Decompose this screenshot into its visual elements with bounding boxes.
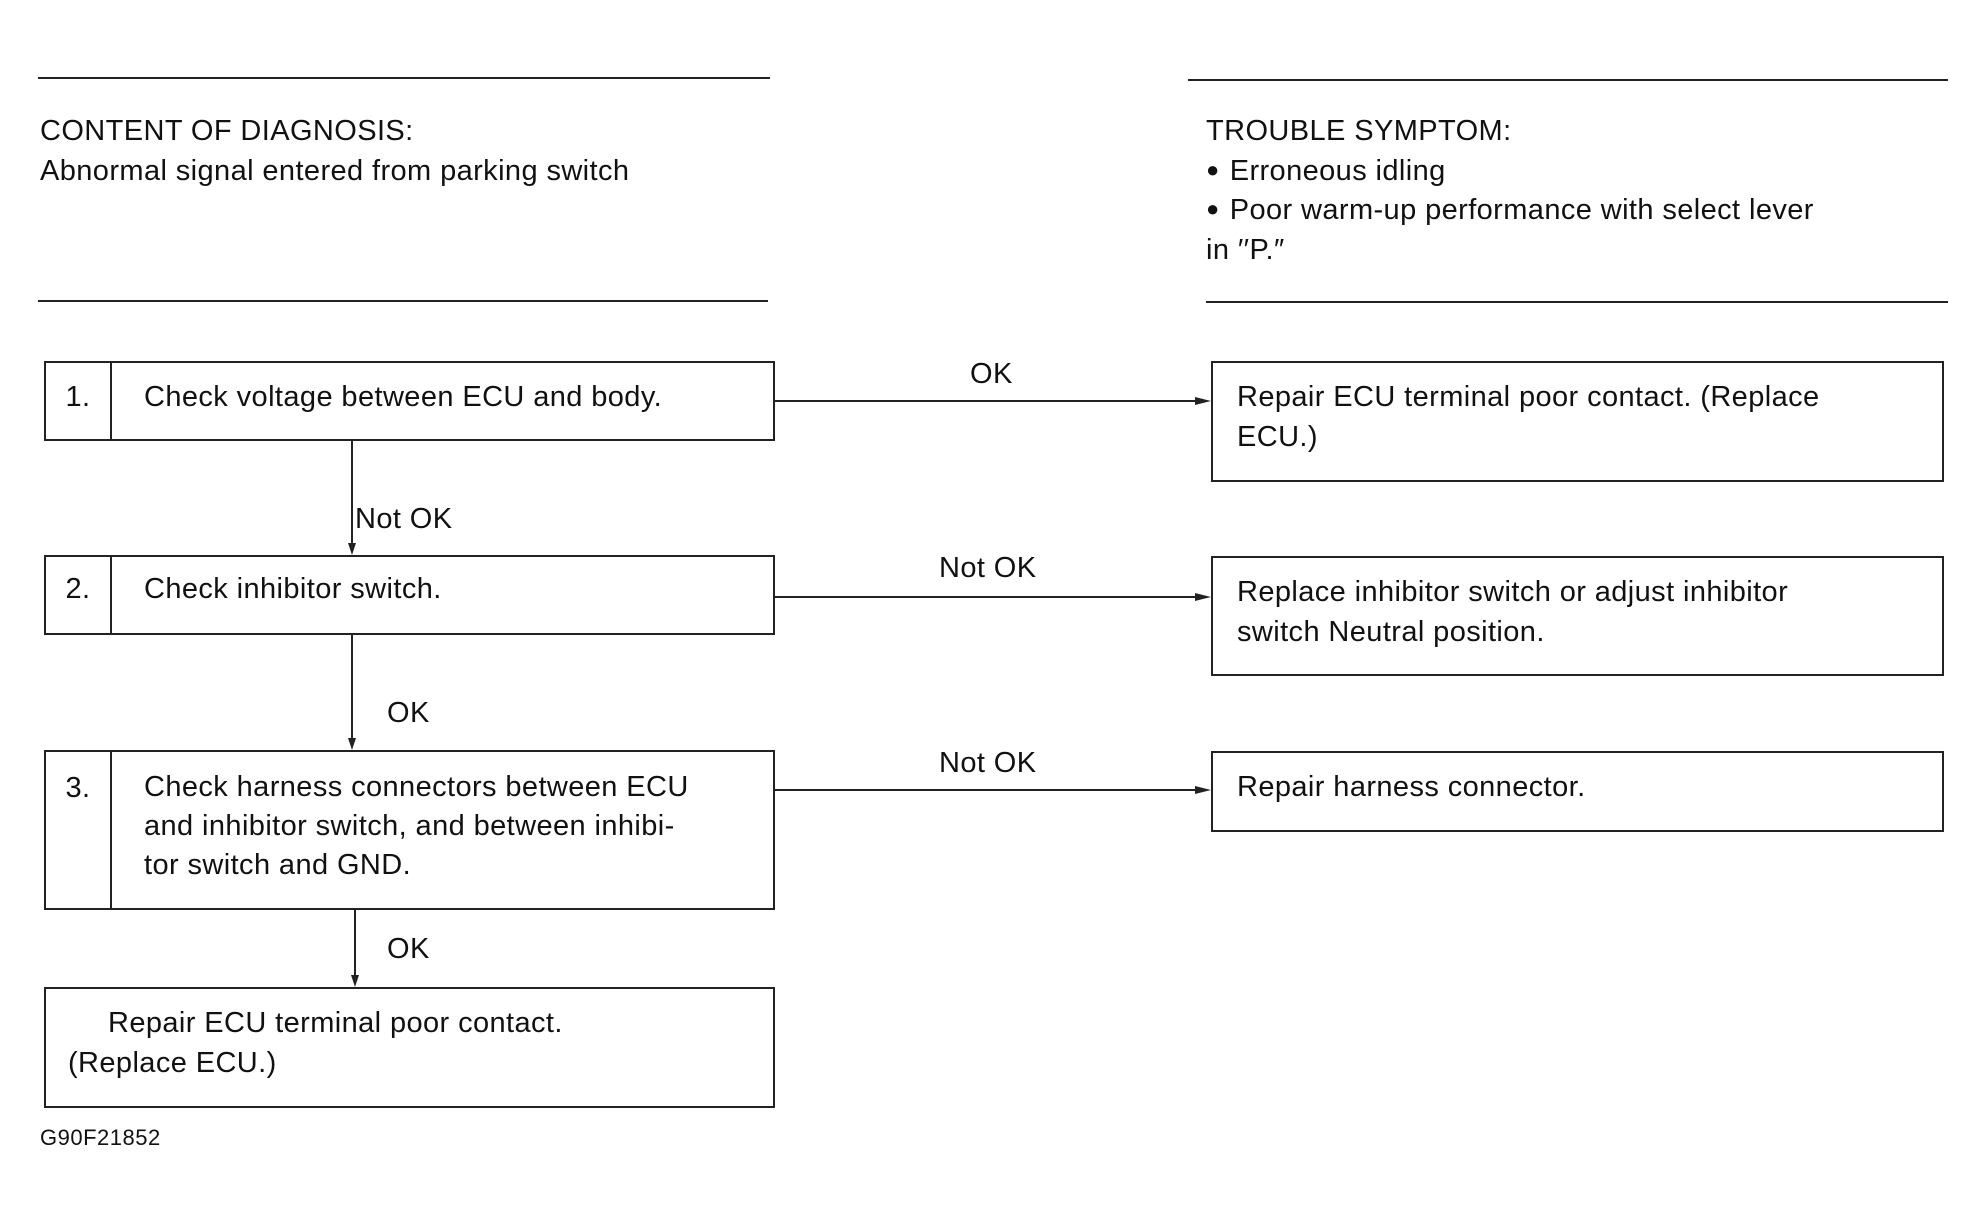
symptom-item-text: Erroneous idling: [1229, 155, 1446, 187]
symptom-item-continuation: in ′′P.″: [1206, 234, 1285, 266]
symptom-item-text: Poor warm-up performance with select lev…: [1229, 194, 1814, 226]
bullet-icon: ●: [1206, 157, 1220, 182]
branch-label-step1-right: OK: [970, 358, 1013, 390]
trouble-symptom-title: TROUBLE SYMPTOM:: [1206, 115, 1512, 147]
branch-label-step2-right: Not OK: [939, 552, 1037, 584]
result-box-1: Repair ECU terminal poor contact. (Repla…: [1211, 361, 1944, 482]
step-box-3: 3. Check harness connectors between ECU …: [44, 750, 775, 910]
bullet-icon: ●: [1206, 196, 1220, 221]
connector-step3-right: [775, 789, 1195, 791]
step-text: Check inhibitor switch.: [144, 573, 442, 605]
final-result-text: Repair ECU terminal poor contact. (Repla…: [68, 1007, 563, 1079]
result-text: Replace inhibitor switch or adjust inhib…: [1237, 576, 1789, 648]
symptom-item: ● Poor warm-up performance with select le…: [1206, 190, 1814, 232]
connector-step3-down: [354, 910, 356, 975]
step-text: Check voltage between ECU and body.: [144, 381, 663, 413]
header-rule-bottom-left: [38, 300, 768, 302]
step-box-1: 1. Check voltage between ECU and body.: [44, 361, 775, 441]
branch-label-step3-down: OK: [387, 933, 430, 965]
step-box-2: 2. Check inhibitor switch.: [44, 555, 775, 635]
branch-label-step2-down: OK: [387, 697, 430, 729]
step-number: 2.: [46, 557, 112, 633]
connector-step1-down: [351, 441, 353, 543]
content-of-diagnosis-text: Abnormal signal entered from parking swi…: [40, 155, 630, 187]
result-box-2: Replace inhibitor switch or adjust inhib…: [1211, 556, 1944, 676]
step-number: 1.: [46, 363, 112, 439]
connector-step2-down: [351, 635, 353, 738]
connector-step1-right: [775, 400, 1195, 402]
header-rule-bottom-right: [1206, 301, 1948, 303]
branch-label-step1-down: Not OK: [355, 503, 453, 535]
arrow-down-icon: [351, 975, 359, 987]
branch-label-step3-right: Not OK: [939, 747, 1037, 779]
arrow-down-icon: [348, 738, 356, 750]
arrow-right-icon: [1195, 397, 1211, 405]
final-result-box: Repair ECU terminal poor contact. (Repla…: [44, 987, 775, 1108]
arrow-down-icon: [348, 543, 356, 555]
symptom-item: ● Erroneous idling: [1206, 151, 1446, 193]
result-text: Repair ECU terminal poor contact. (Repla…: [1237, 381, 1820, 453]
content-of-diagnosis-title: CONTENT OF DIAGNOSIS:: [40, 115, 414, 147]
step-number: 3.: [46, 752, 112, 908]
figure-id: G90F21852: [40, 1125, 161, 1150]
result-box-3: Repair harness connector.: [1211, 751, 1944, 832]
result-text: Repair harness connector.: [1237, 771, 1586, 803]
connector-step2-right: [775, 596, 1195, 598]
arrow-right-icon: [1195, 593, 1211, 601]
header-rule-top-left: [38, 77, 770, 79]
header-rule-top-right: [1188, 79, 1948, 81]
step-text: Check harness connectors between ECU and…: [144, 771, 689, 881]
arrow-right-icon: [1195, 786, 1211, 794]
